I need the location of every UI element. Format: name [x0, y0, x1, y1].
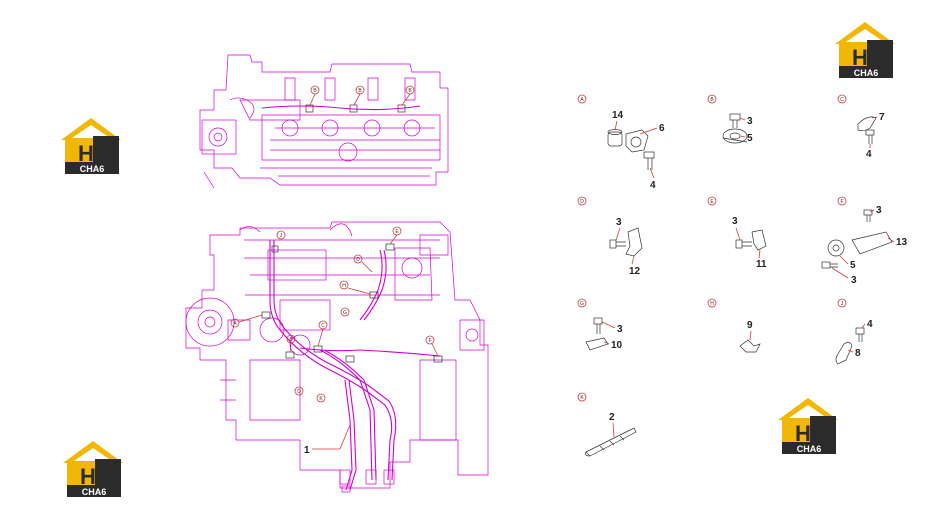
svg-text:10: 10: [611, 340, 623, 351]
svg-text:J: J: [841, 301, 844, 307]
svg-text:K: K: [580, 395, 584, 401]
svg-text:A: A: [580, 97, 584, 103]
svg-text:C: C: [321, 323, 325, 329]
svg-text:E: E: [395, 229, 399, 235]
svg-text:9: 9: [747, 320, 753, 331]
svg-text:H: H: [710, 301, 714, 307]
detail-group-d: D 3 12: [577, 196, 643, 277]
svg-text:B: B: [358, 88, 362, 94]
svg-text:D: D: [580, 199, 584, 205]
logo-top-right: H3 CHA6: [835, 22, 895, 78]
callout-a: A: [230, 314, 263, 328]
svg-text:3: 3: [617, 324, 623, 335]
callout-d-upper: D: [353, 254, 373, 273]
svg-text:3: 3: [851, 275, 857, 286]
svg-text:4: 4: [867, 319, 873, 330]
svg-text:12: 12: [629, 266, 641, 277]
callout-h: H: [339, 280, 371, 295]
logo-text-top: H3: [78, 141, 106, 166]
svg-text:7: 7: [879, 112, 885, 123]
svg-text:D: D: [297, 389, 301, 395]
callout-j: J: [276, 230, 286, 240]
detail-group-c: C 7 4: [837, 94, 885, 160]
logo-left-bottom: H3 CHA6: [63, 441, 123, 497]
svg-text:E: E: [710, 199, 714, 205]
callout-e: E: [389, 226, 402, 245]
svg-text:A: A: [233, 321, 237, 327]
detail-group-f: F 3 13 5 3: [821, 196, 908, 286]
svg-text:8: 8: [855, 348, 861, 359]
svg-text:13: 13: [896, 237, 908, 248]
detail-group-a: A 14 6 4: [577, 94, 665, 191]
svg-text:3: 3: [747, 116, 753, 127]
svg-text:B: B: [289, 337, 293, 343]
svg-text:3: 3: [732, 216, 738, 227]
svg-text:B: B: [408, 88, 412, 94]
svg-text:B: B: [313, 88, 317, 94]
logo-text-bottom: CHA6: [80, 164, 105, 174]
detail-group-h: H 9: [707, 298, 761, 353]
svg-text:F: F: [840, 199, 843, 205]
svg-text:F: F: [428, 338, 431, 344]
callout-d-lower: D: [294, 386, 304, 396]
svg-text:K: K: [319, 396, 323, 402]
callout-b-top-2: B: [353, 85, 365, 106]
callout-f: F: [425, 335, 439, 357]
svg-text:J: J: [280, 233, 283, 239]
logo-text-bottom: CHA6: [82, 487, 107, 497]
logo-text-bottom: CHA6: [797, 444, 822, 454]
svg-text:3: 3: [616, 217, 622, 228]
svg-text:5: 5: [747, 133, 753, 144]
svg-text:G: G: [343, 310, 347, 316]
callout-b-top-1: B: [309, 85, 320, 106]
svg-text:5: 5: [850, 260, 856, 271]
logo-text-top: H3: [852, 45, 880, 70]
svg-text:G: G: [580, 301, 584, 307]
callout-c: C: [317, 320, 328, 347]
svg-text:2: 2: [609, 412, 615, 423]
svg-text:11: 11: [756, 259, 767, 270]
svg-text:4: 4: [866, 149, 872, 160]
svg-text:14: 14: [612, 110, 624, 121]
detail-group-g: G 3 10: [577, 298, 623, 351]
logo-bottom-right: H3 CHA6: [778, 398, 838, 454]
detail-group-k: K 2: [577, 392, 637, 457]
engine-front-view: J E D H A B G: [185, 221, 489, 493]
engine-top-view: B B B: [199, 54, 449, 189]
callout-b-top-3: B: [401, 85, 415, 106]
logo-text-bottom: CHA6: [854, 68, 879, 78]
svg-text:3: 3: [876, 205, 882, 216]
logo-left-top: H3 CHA6: [61, 118, 121, 174]
detail-group-e: E 3 11: [707, 196, 767, 270]
svg-text:1: 1: [304, 445, 310, 456]
svg-text:C: C: [840, 97, 844, 103]
part-label-1: 1: [304, 424, 351, 456]
logo-text-top: H3: [80, 464, 108, 489]
svg-text:B: B: [710, 97, 714, 103]
callout-b: B: [286, 334, 296, 353]
logo-text-top: H3: [795, 421, 823, 446]
svg-text:6: 6: [659, 123, 665, 134]
svg-text:4: 4: [650, 180, 656, 191]
svg-text:H: H: [342, 283, 346, 289]
svg-text:D: D: [356, 257, 360, 263]
callout-g: G: [340, 307, 350, 317]
callout-k: K: [316, 393, 326, 403]
detail-group-j: J 4 8: [835, 298, 873, 365]
detail-group-b: B 3 5: [707, 94, 753, 144]
